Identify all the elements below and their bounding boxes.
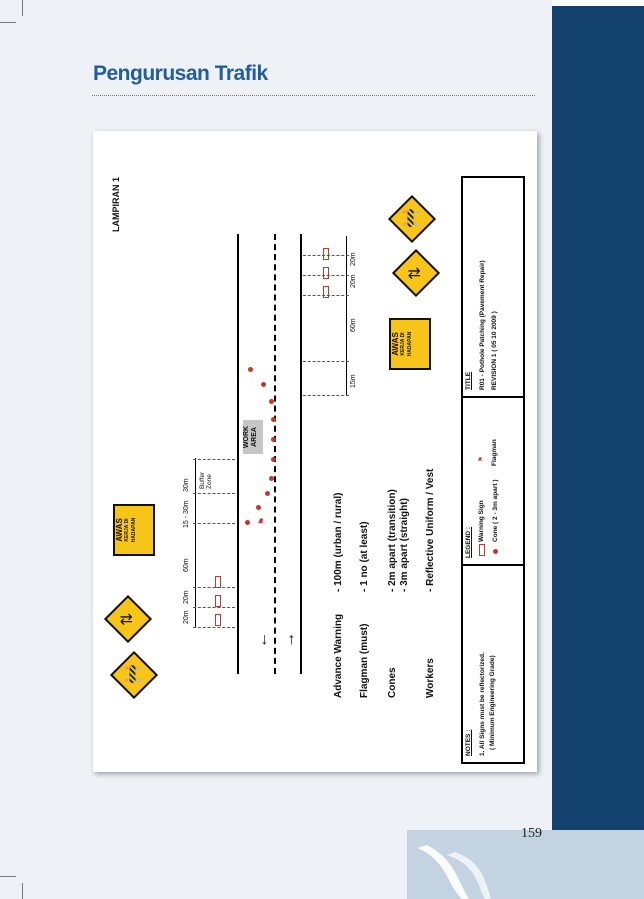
crop-mark (22, 883, 23, 899)
bottom-decoration (407, 830, 644, 899)
cone (271, 417, 276, 422)
lampiran-label: LAMPIRAN 1 (111, 176, 121, 232)
sign-post (323, 248, 329, 260)
crop-mark (0, 22, 16, 23)
legend-flag-icon: ⚑ (478, 456, 485, 462)
arrow-right-icon: → (281, 632, 298, 648)
worker-icon: 🚧 (403, 208, 420, 228)
cone (245, 520, 250, 525)
awas-line-1: AWAS (115, 518, 124, 542)
notes-line-1: 1. All Signs must be reflectorized. (479, 652, 486, 756)
worker-icon: 🚧 (125, 664, 142, 684)
legend-sign-icon (479, 544, 485, 556)
title-line-2: REVISION 1 ( 05 10 2009 ) (491, 311, 498, 390)
legend-cone: Cone ( 2 - 3m apart ) (492, 479, 499, 542)
road-edge-upper (237, 234, 239, 674)
legend-warning-sign: Warning Sign (478, 500, 485, 542)
dim-tick (303, 255, 349, 256)
spec-label: Cones (387, 667, 398, 698)
sign-post (215, 614, 221, 626)
box-divider (461, 396, 523, 398)
spec-label: Workers (425, 658, 436, 698)
dim-label: 20m (183, 590, 190, 604)
awas-sign-top: AWAS KERJA DI HADAPAN (389, 318, 431, 370)
dim-tick (193, 587, 235, 588)
dim-label: 15 - 30m (183, 500, 190, 528)
legend-flagman: Flagman (491, 439, 498, 466)
title-divider (92, 95, 535, 96)
dim-tick (303, 361, 349, 362)
narrows-arrow-icon: ⇅ (119, 612, 136, 626)
spec-label: Advance Warning (333, 613, 344, 698)
sign-post (323, 267, 329, 279)
dimension-line-bottom (195, 458, 196, 628)
diagram-canvas: LAMPIRAN 1 ← → WORK AREA ⚑ (93, 131, 537, 772)
dim-label: 20m (350, 274, 357, 288)
awas-line-1: AWAS (391, 332, 400, 356)
cone (261, 382, 266, 387)
road-centre-line (274, 234, 276, 674)
awas-line-2: KERJA DI (124, 518, 130, 542)
awas-line-3: HADAPAN (131, 517, 137, 543)
dim-label: 30m (183, 478, 190, 492)
legend-heading: LEGEND : (465, 526, 472, 558)
dim-tick (193, 459, 235, 460)
cone (256, 505, 261, 510)
flagman-icon: ⚑ (257, 516, 267, 525)
dim-tick (303, 295, 349, 296)
work-area-label-2: AREA (251, 427, 258, 447)
notes-line-2: ( Minimum Engineering Grade) (489, 655, 496, 750)
notes-heading: NOTES : (465, 729, 472, 756)
dim-label: 20m (183, 610, 190, 624)
title-heading: TITLE (465, 371, 472, 390)
road-edge-lower (300, 234, 302, 674)
dim-tick (303, 395, 349, 396)
cone (269, 476, 274, 481)
dim-label: 60m (183, 558, 190, 572)
page-number: 159 (521, 826, 542, 841)
box-divider (461, 564, 523, 566)
dim-label: 15m (350, 374, 357, 388)
buffer-zone-label: Buffer Zone (199, 472, 213, 489)
buffer-zone-line-2: Zone (206, 474, 213, 489)
spec-value: - 100m (urban / rural) (333, 492, 344, 592)
cone (265, 491, 270, 496)
dimension-line-top (346, 236, 347, 396)
awas-line-3: HADAPAN (407, 331, 413, 357)
cone (271, 437, 276, 442)
work-area-label-1: WORK (243, 425, 250, 449)
title-line-1: R01 - Pothole Patching (Pavement Repair) (479, 260, 486, 390)
cone (248, 367, 253, 372)
awas-sign-bottom: AWAS KERJA DI HADAPAN (113, 504, 155, 556)
spec-label: Flagman (must) (359, 623, 370, 698)
narrows-arrow-icon: ⇅ (407, 266, 424, 280)
sign-post (215, 595, 221, 607)
legend-cone-icon (493, 549, 498, 554)
awas-line-2: KERJA DI (400, 332, 406, 356)
arrow-left-icon: ← (254, 632, 271, 648)
dim-label: 20m (350, 252, 357, 266)
traffic-diagram: LAMPIRAN 1 ← → WORK AREA ⚑ (93, 131, 537, 772)
crop-mark (22, 0, 23, 16)
spec-value: - 3m apart (straight) (399, 498, 410, 592)
page-title: Pengurusan Trafik (93, 62, 268, 85)
spec-value: - 1 no (at least) (359, 521, 370, 592)
sidebar-band (552, 0, 644, 830)
spec-value: - Reflective Uniform / Vest (425, 468, 436, 592)
crop-mark (0, 876, 16, 877)
dim-tick (193, 627, 235, 628)
sign-post (323, 286, 329, 298)
buffer-zone-line-1: Buffer (199, 471, 206, 489)
spec-value: - 2m apart (transition) (387, 489, 398, 592)
dim-tick (303, 275, 349, 276)
cone (271, 457, 276, 462)
work-area: WORK AREA (243, 420, 263, 454)
wave-logo-icon (417, 845, 491, 899)
dim-tick (193, 607, 235, 608)
dim-tick (193, 493, 235, 494)
cone (269, 399, 274, 404)
dim-label: 60m (350, 318, 357, 332)
dim-tick (193, 523, 235, 524)
sidebar-stub (552, 0, 644, 6)
